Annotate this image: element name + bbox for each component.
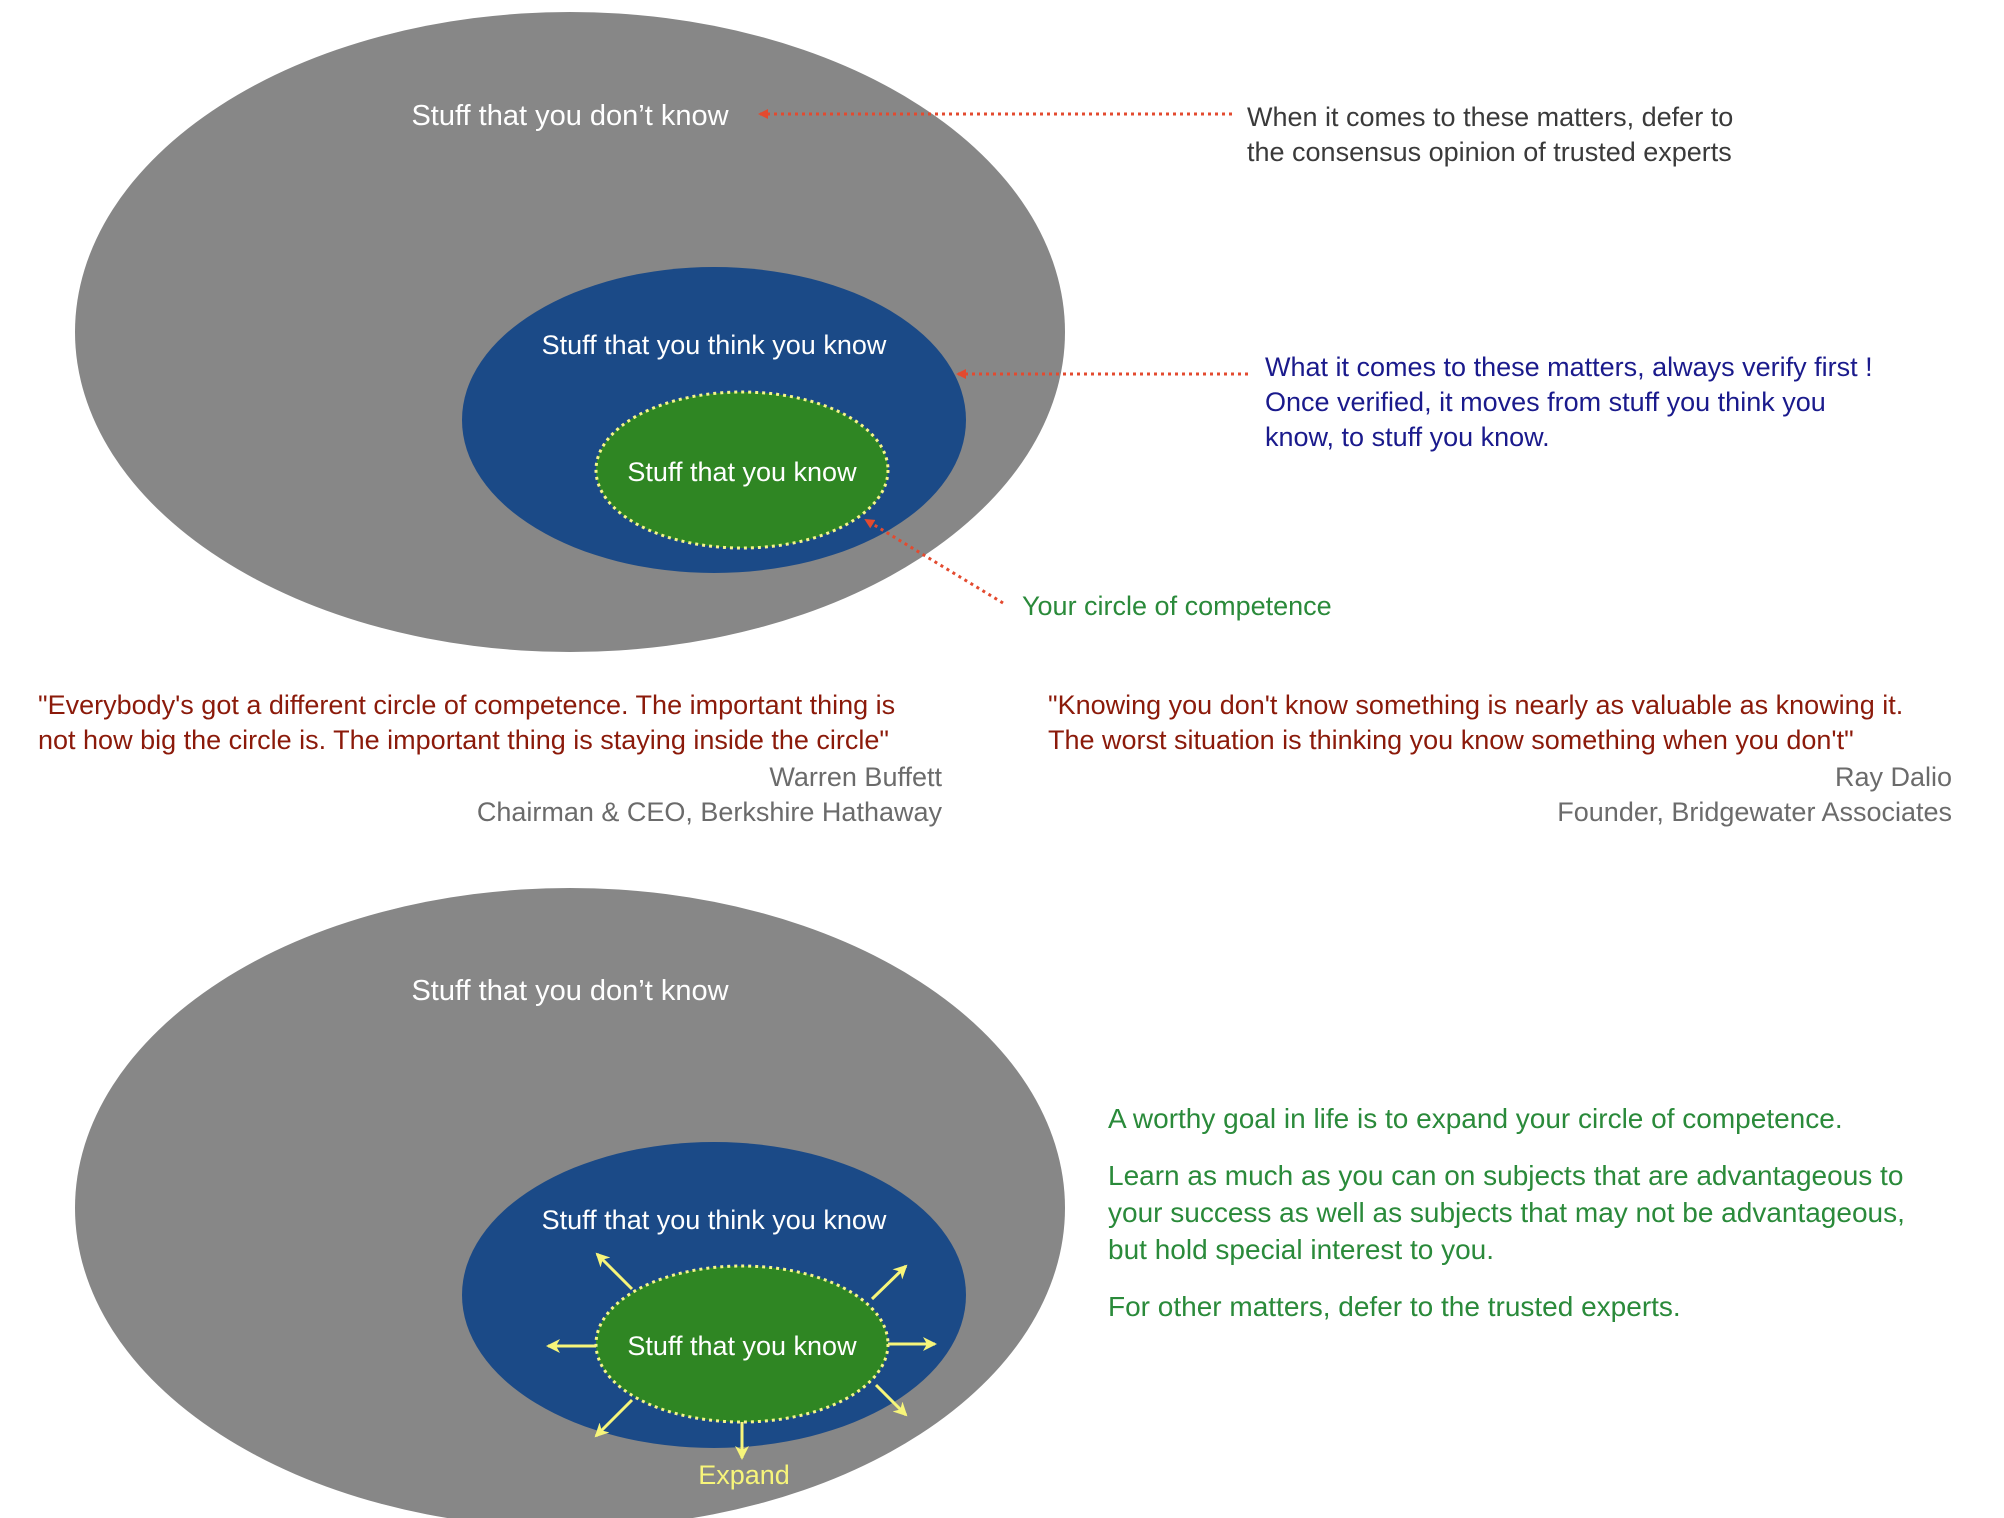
quote-text: "Knowing you don't know something is nea…	[1048, 690, 1904, 755]
advice-text: A worthy goal in life is to expand your …	[1108, 1100, 1988, 1325]
note-verify-first: What it comes to these matters, always v…	[1265, 352, 1873, 452]
inner-label: Stuff that you know	[627, 457, 857, 487]
expand-label: Expand	[698, 1460, 790, 1490]
top-diagram: Stuff that you don’t know Stuff that you…	[75, 12, 1248, 652]
middle-label: Stuff that you think you know	[542, 1205, 887, 1235]
expand-arrow-down-right	[874, 1383, 908, 1417]
circle-of-competence-label: Your circle of competence	[1022, 591, 1332, 621]
quote-text: "Everybody's got a different circle of c…	[38, 690, 896, 755]
advice-paragraph-learn: Learn as much as you can on subjects tha…	[1108, 1160, 1905, 1265]
outer-label: Stuff that you don’t know	[411, 975, 729, 1007]
expand-arrow-up-right	[870, 1264, 908, 1301]
quote-buffett: "Everybody's got a different circle of c…	[38, 688, 942, 830]
middle-label: Stuff that you think you know	[542, 330, 887, 360]
advice-paragraph-goal: A worthy goal in life is to expand your …	[1108, 1103, 1843, 1134]
note-defer-to-experts: When it comes to these matters, defer to…	[1247, 102, 1734, 167]
outer-label: Stuff that you don’t know	[411, 100, 729, 132]
quote-attribution: Warren Buffett Chairman & CEO, Berkshire…	[476, 762, 942, 827]
expand-arrows	[546, 1252, 937, 1460]
quote-dalio: "Knowing you don't know something is nea…	[1048, 688, 1952, 830]
advice-paragraph-defer: For other matters, defer to the trusted …	[1108, 1291, 1681, 1322]
pointer-arrow-competence	[864, 518, 1004, 605]
bottom-diagram: Stuff that you don’t know Stuff that you…	[75, 888, 1065, 1518]
expand-arrow-up-left	[595, 1252, 634, 1291]
expand-arrow-down-left	[594, 1398, 634, 1438]
inner-ellipse-know	[594, 390, 890, 550]
quote-attribution: Ray Dalio Founder, Bridgewater Associate…	[1557, 762, 1952, 827]
inner-label: Stuff that you know	[627, 1331, 857, 1361]
